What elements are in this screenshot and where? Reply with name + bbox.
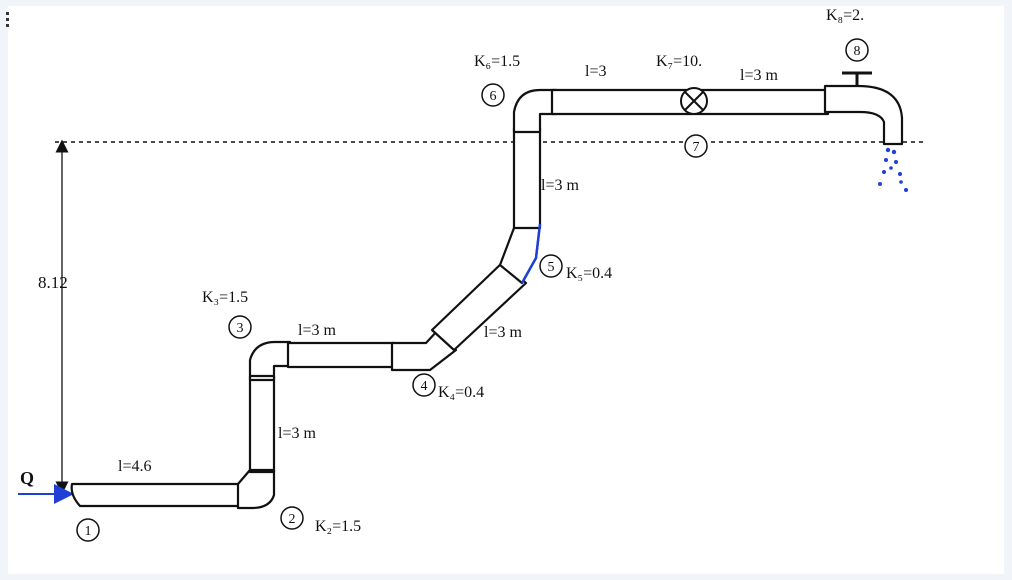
k6-label: K₆=1.5 [474, 53, 520, 70]
pipe-segment-2 [248, 374, 276, 474]
k4-label: K₄=0.4 [438, 384, 484, 401]
pipe-segment-3 [286, 341, 396, 369]
segment-6-length: l=3 [585, 63, 606, 80]
node-7-label: 7 [693, 140, 700, 155]
pipe-segment-4 [430, 260, 528, 352]
node-7-circle [684, 134, 708, 158]
node-3-circle [228, 315, 252, 339]
pipe [70, 84, 904, 510]
segment-7-length: l=3 m [740, 67, 778, 84]
node-1-label: 1 [85, 524, 92, 539]
segment-3-length: l=3 m [298, 322, 336, 339]
node-4-circle [412, 373, 436, 397]
water-drops-icon [878, 147, 908, 192]
node-4-label: 4 [421, 379, 428, 394]
pipe-elbow-2 [236, 468, 276, 510]
node-5-circle [539, 254, 563, 278]
segment-5-length: l=3 m [541, 177, 579, 194]
node-6-circle [481, 83, 505, 107]
faucet-body [823, 84, 904, 146]
segment-2-length: l=3 m [278, 425, 316, 442]
node-5-label: 5 [548, 260, 555, 275]
k3-label: K₃=1.5 [202, 289, 248, 306]
node-1-circle [76, 518, 100, 542]
pipe-elbow-3 [248, 340, 292, 382]
k5-label: K₅=0.4 [566, 265, 612, 282]
valve-icon [680, 87, 708, 115]
pipe-segment-1 [70, 482, 247, 508]
node-3-label: 3 [237, 321, 244, 336]
node-6-label: 6 [490, 89, 497, 104]
faucet-handle-icon [842, 71, 872, 86]
menu-dots-icon[interactable] [6, 12, 10, 32]
k7-label: K₇=10. [656, 53, 702, 70]
pipe-elbow-5-accent [520, 223, 542, 284]
pipe-segment-5 [512, 126, 542, 230]
node-8-circle [845, 38, 869, 62]
segment-4-length: l=3 m [484, 324, 522, 341]
segment-1-length: l=4.6 [118, 458, 151, 475]
pipe-elbow-4 [390, 328, 458, 372]
node-2-circle [280, 506, 304, 530]
node-2-label: 2 [289, 512, 296, 527]
k8-label: K₈=2. [826, 7, 864, 24]
flow-label: Q [20, 468, 34, 488]
node-8-label: 8 [854, 44, 861, 59]
pipe-elbow-6 [512, 88, 558, 134]
height-label: 8.12 [38, 273, 68, 292]
k2-label: K₂=1.5 [315, 518, 361, 535]
